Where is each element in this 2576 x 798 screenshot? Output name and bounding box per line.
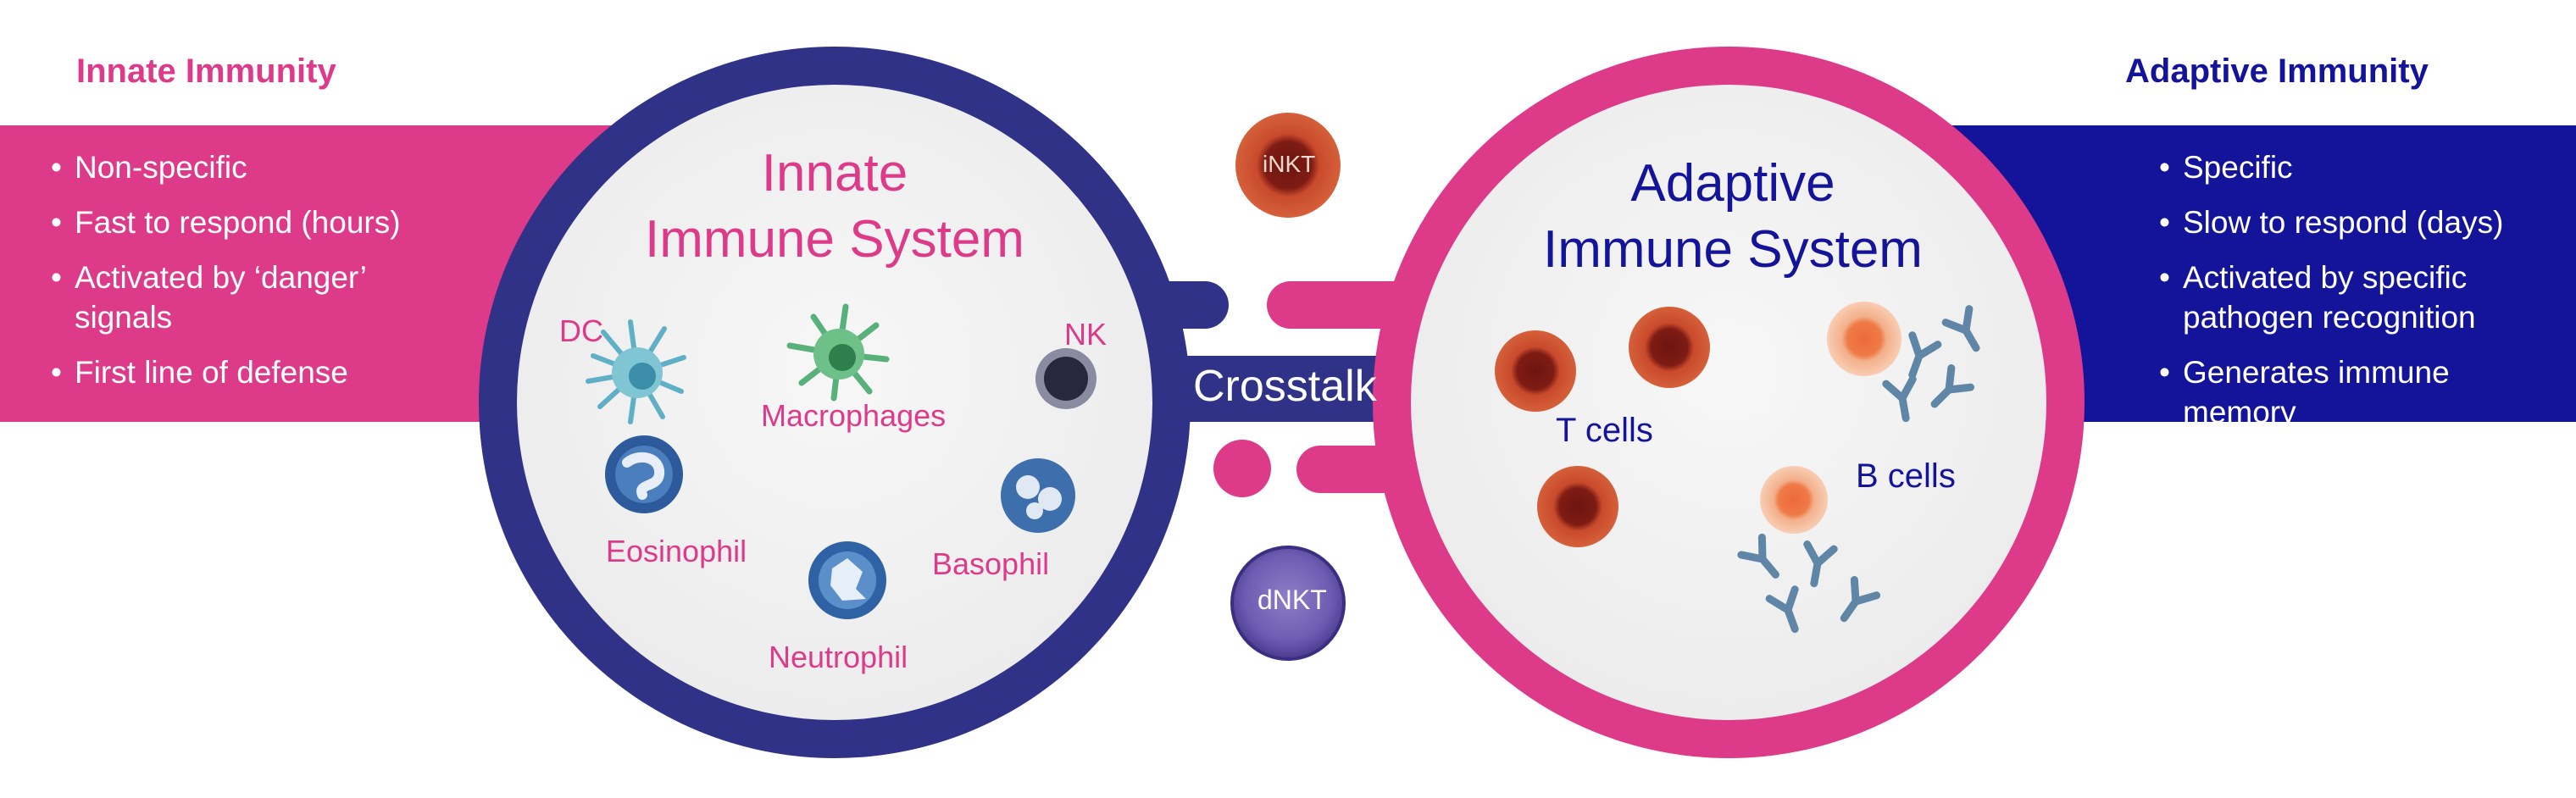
b-cell-1 (1827, 302, 1901, 376)
antibodies (1737, 305, 1980, 634)
crosstalk-label: Crosstalk (1193, 362, 1377, 411)
adaptive-bullet: Activated by specific pathogen recogniti… (2159, 258, 2540, 337)
innate-circle-title: Innate Immune System (593, 141, 1076, 273)
adaptive-bullet: Slow to respond (days) (2159, 202, 2540, 242)
inkt-label: iNKT (1263, 151, 1316, 177)
neutrophil-label: Neutrophil (769, 640, 908, 674)
dc-cell (586, 319, 686, 424)
nk-label: NK (1064, 317, 1108, 352)
b-cell-2 (1760, 466, 1828, 534)
innate-bullet: First line of defense (51, 352, 432, 392)
dnkt-cell (1232, 547, 1344, 659)
adaptive-circle-title: Adaptive Immune System (1491, 151, 1974, 283)
innate-bullet: Fast to respond (hours) (51, 202, 432, 242)
macrophage-cell (786, 303, 890, 402)
innate-title-line1: Innate (761, 144, 908, 202)
eosinophil-cell (605, 435, 683, 513)
adaptive-title-line1: Adaptive (1630, 154, 1835, 213)
innate-immunity-heading: Innate Immunity (76, 53, 336, 90)
innate-bullet: Non-specific (51, 147, 432, 187)
innate-bullet: Activated by ‘danger’ signals (51, 258, 432, 337)
neutrophil-cell (808, 541, 886, 619)
innate-bullets: Non-specific Fast to respond (hours) Act… (51, 147, 432, 407)
t-cell-1 (1495, 330, 1576, 412)
adaptive-bullet: Generates immune memory (2159, 352, 2540, 432)
innate-title-line2: Immune System (645, 210, 1024, 269)
t-cell-3 (1537, 466, 1618, 547)
eosinophil-label: Eosinophil (606, 534, 747, 568)
macrophages-label: Macrophages (761, 398, 947, 433)
inkt-cell (1235, 113, 1341, 218)
basophil-cell (1001, 458, 1075, 533)
b-cells-label: B cells (1856, 457, 1956, 495)
adaptive-bullet: Specific (2159, 147, 2540, 187)
connector-dot-left (1213, 440, 1271, 497)
t-cell-2 (1629, 307, 1710, 388)
dnkt-label: dNKT (1257, 585, 1327, 615)
nk-cell (1035, 348, 1096, 409)
adaptive-bullets: Specific Slow to respond (days) Activate… (2159, 147, 2540, 447)
adaptive-immunity-heading: Adaptive Immunity (2125, 53, 2429, 90)
t-cells-label: T cells (1556, 412, 1653, 449)
adaptive-title-line2: Immune System (1543, 220, 1923, 279)
basophil-label: Basophil (932, 546, 1050, 581)
dc-label: DC (559, 313, 603, 348)
